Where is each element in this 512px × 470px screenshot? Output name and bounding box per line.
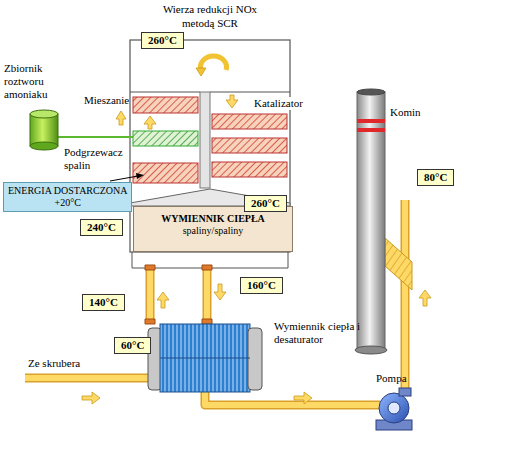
- heat-exchanger-box: WYMIENNIK CIEPŁAspaliny/spaliny: [133, 206, 293, 252]
- node-subtext: spaliny/spaliny: [134, 225, 292, 237]
- node-text: 60°C: [121, 339, 144, 352]
- node-subtext: +20°C: [8, 197, 127, 209]
- part-label: Podgrzewacz spalin: [64, 146, 130, 172]
- temperature-box: 260°C: [141, 32, 184, 49]
- node-text: 140°C: [89, 296, 118, 309]
- part-label: Mieszanie: [84, 94, 129, 107]
- ammonia-tank: [30, 110, 133, 150]
- pipes: [25, 200, 412, 405]
- temperature-box: 260°C: [244, 195, 287, 212]
- node-text: 160°C: [247, 279, 276, 292]
- part-label: Pompa: [376, 372, 407, 385]
- pump: [376, 388, 412, 430]
- energy-box: ENERGIA DOSTARCZONA+20°C: [3, 182, 132, 212]
- heat-exchanger-desaturator: [148, 324, 262, 392]
- chimney: [355, 89, 387, 354]
- temperature-box: 160°C: [240, 277, 283, 294]
- tower-node: Wierza redukcji NOx metodą SCR260°CWYMIE…: [130, 2, 290, 266]
- node-text: 260°C: [148, 34, 177, 47]
- node-text: 240°C: [87, 221, 116, 234]
- part-label: Komin: [390, 106, 421, 119]
- energy-arrow: [110, 173, 144, 181]
- temperature-box: 80°C: [417, 169, 454, 186]
- node-text: WYMIENNIK CIEPŁA: [134, 213, 292, 225]
- part-label: Katalizator: [252, 97, 305, 110]
- temperature-box: 140°C: [82, 294, 125, 311]
- node-text: 260°C: [251, 197, 280, 210]
- node-text: ENERGIA DOSTARCZONA: [8, 185, 127, 197]
- part-label: Zbiornik roztworu amoniaku: [4, 62, 56, 101]
- part-label: Wymiennik ciepła i desaturator: [274, 320, 372, 346]
- node-text: Wierza redukcji NOx metodą SCR: [154, 2, 266, 30]
- temperature-box: 60°C: [114, 337, 151, 354]
- node-text: 80°C: [424, 171, 447, 184]
- temperature-box: 240°C: [80, 219, 123, 236]
- part-label: Ze skrubera: [28, 357, 80, 370]
